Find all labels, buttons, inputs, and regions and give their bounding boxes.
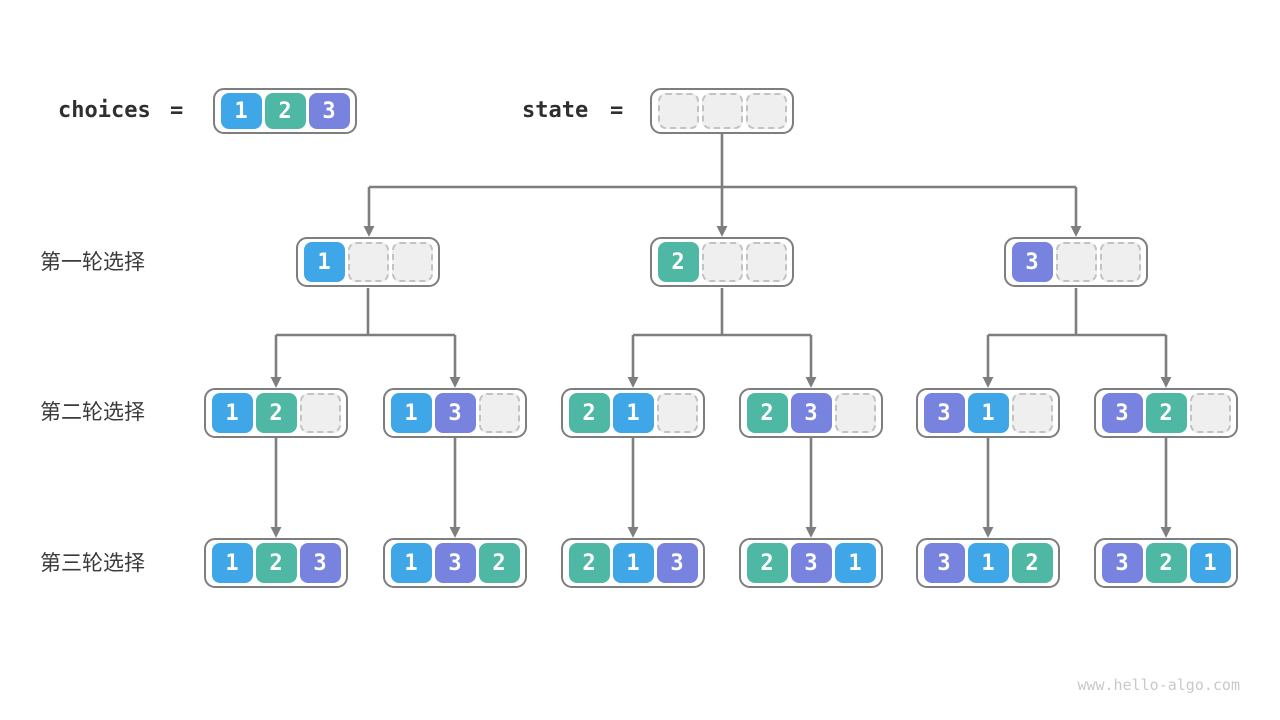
state-cell: 3 (1011, 242, 1053, 282)
state-cell: 2 (1145, 543, 1187, 583)
row-label-round-2: 第二轮选择 (40, 401, 145, 424)
state-cell: 3 (656, 543, 698, 583)
state-cell: 2 (746, 393, 788, 433)
state-cell (1099, 242, 1141, 282)
state-cell (834, 393, 876, 433)
state-cell: 3 (1101, 393, 1143, 433)
state-cell: 1 (967, 393, 1009, 433)
state-cell: 2 (568, 543, 610, 583)
state-array (650, 88, 794, 134)
tree-node: 2 3 (739, 388, 883, 438)
state-cell (478, 393, 520, 433)
tree-node: 1 (296, 237, 440, 287)
row-label-round-1: 第一轮选择 (40, 251, 145, 274)
tree-node: 2 (650, 237, 794, 287)
state-cell: 2 (1011, 543, 1053, 583)
state-cell: 3 (790, 543, 832, 583)
state-cell: 3 (923, 543, 965, 583)
tree-node: 1 2 3 (204, 538, 348, 588)
tree-node: 2 3 1 (739, 538, 883, 588)
state-cell: 1 (834, 543, 876, 583)
state-cell (1055, 242, 1097, 282)
state-cell: 1 (967, 543, 1009, 583)
tree-node: 3 (1004, 237, 1148, 287)
state-cell: 3 (923, 393, 965, 433)
state-cell: 2 (255, 393, 297, 433)
state-cell: 2 (255, 543, 297, 583)
state-cell: 1 (1189, 543, 1231, 583)
state-cell: 1 (612, 393, 654, 433)
state-cell: 2 (568, 393, 610, 433)
state-cell (299, 393, 341, 433)
state-cell: 3 (790, 393, 832, 433)
site-watermark: www.hello-algo.com (1077, 676, 1240, 694)
state-label: state (522, 98, 589, 123)
choices-cell: 1 (220, 93, 262, 129)
state-cell (745, 93, 787, 129)
tree-node: 3 1 (916, 388, 1060, 438)
state-cell (391, 242, 433, 282)
state-cell: 3 (1101, 543, 1143, 583)
state-cell: 1 (390, 393, 432, 433)
state-cell (1189, 393, 1231, 433)
state-cell: 1 (303, 242, 345, 282)
state-cell: 1 (211, 543, 253, 583)
choices-cell: 2 (264, 93, 306, 129)
state-cell (347, 242, 389, 282)
state-cell: 3 (434, 393, 476, 433)
state-cell: 3 (299, 543, 341, 583)
tree-node: 2 1 3 (561, 538, 705, 588)
state-cell: 1 (390, 543, 432, 583)
choices-array: 1 2 3 (213, 88, 357, 134)
state-cell: 1 (211, 393, 253, 433)
tree-node: 3 1 2 (916, 538, 1060, 588)
tree-node: 3 2 (1094, 388, 1238, 438)
state-cell: 2 (657, 242, 699, 282)
state-cell: 2 (478, 543, 520, 583)
tree-node: 3 2 1 (1094, 538, 1238, 588)
choices-label: choices (58, 98, 151, 123)
choices-cell: 3 (308, 93, 350, 129)
state-cell: 2 (1145, 393, 1187, 433)
tree-node: 1 3 (383, 388, 527, 438)
state-cell: 2 (746, 543, 788, 583)
choices-equals-sign: = (170, 98, 184, 123)
state-cell: 3 (434, 543, 476, 583)
state-equals-sign: = (610, 98, 624, 123)
tree-node: 1 3 2 (383, 538, 527, 588)
state-cell (1011, 393, 1053, 433)
state-cell (701, 242, 743, 282)
state-cell (701, 93, 743, 129)
state-cell (656, 393, 698, 433)
tree-node: 2 1 (561, 388, 705, 438)
state-cell (657, 93, 699, 129)
state-cell: 1 (612, 543, 654, 583)
row-label-round-3: 第三轮选择 (40, 552, 145, 575)
state-cell (745, 242, 787, 282)
tree-node: 1 2 (204, 388, 348, 438)
